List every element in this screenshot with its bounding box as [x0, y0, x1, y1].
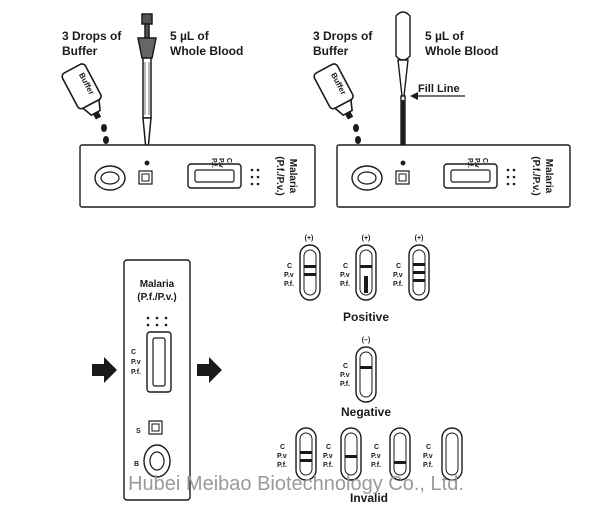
mark-pf-b: P.f.	[466, 158, 473, 168]
pos3-pf: P.f.	[393, 281, 403, 288]
vertical-mark-c: C	[131, 349, 136, 356]
cassette-title-a-line1: Malaria	[287, 159, 298, 194]
dots-vertical	[146, 316, 168, 327]
positive-sign-3: (+)	[415, 235, 424, 242]
results-positive: (+) C P.v P.f. (+) C P.v P.f. (+) C P.v …	[284, 235, 430, 324]
micropipette-icon	[137, 13, 157, 151]
buffer-label-b-line1: 3 Drops of	[313, 29, 373, 43]
buffer-bottle-icon: Buffer	[61, 63, 102, 120]
mark-pv-b: P.v	[473, 158, 480, 168]
neg-pv: P.v	[340, 372, 350, 379]
cassette-horizontal-a: C P.v P.f. Malaria (P.f./P.v.)	[79, 144, 316, 208]
vertical-well-b: B	[134, 461, 139, 468]
cassette-title-b-line1: Malaria	[543, 159, 554, 194]
positive-sign-1: (+)	[305, 235, 314, 242]
panel-a: 3 Drops of Buffer 5 µL of Whole Blood Bu…	[61, 13, 316, 208]
inv4-c: C	[426, 444, 431, 451]
blood-label-b-line1: 5 µL of	[425, 29, 465, 43]
positive-sign-2: (+)	[362, 235, 371, 242]
negative-label: Negative	[341, 405, 391, 419]
results-negative: (–) C P.v P.f. Negative	[340, 337, 391, 419]
pos2-pv: P.v	[340, 272, 350, 279]
buffer-label-b-line2: Buffer	[313, 44, 349, 58]
results-invalid: C P.v P.f. C P.v P.f. C P.v P.f. C P.v P…	[277, 427, 463, 505]
arrow-right-icon-right	[197, 357, 222, 383]
inv2-pv: P.v	[323, 453, 333, 460]
buffer-label-a-line2: Buffer	[62, 44, 98, 58]
buffer-bottle-icon-b: Buffer	[313, 63, 354, 120]
mark-c-a: C	[225, 158, 232, 163]
negative-sign: (–)	[362, 337, 371, 344]
vertical-mark-pv: P.v	[131, 359, 141, 366]
positive-label: Positive	[343, 310, 389, 324]
dots-b	[506, 168, 516, 186]
pos2-c: C	[343, 263, 348, 270]
panel-b: 3 Drops of Buffer 5 µL of Whole Blood Bu…	[313, 11, 571, 208]
mark-pv-a: P.v	[217, 158, 224, 168]
arrow-right-icon-left	[92, 357, 117, 383]
pos3-pv: P.v	[393, 272, 403, 279]
fill-line-arrow-icon	[410, 92, 418, 100]
cassette-title-a-line2: (P.f./P.v.)	[274, 156, 285, 195]
vertical-well-s: S	[136, 428, 141, 435]
buffer-label-a-line1: 3 Drops of	[62, 29, 122, 43]
cassette-vertical: Malaria (P.f./P.v.) C P.v P.f. S B	[123, 259, 191, 501]
neg-pf: P.f.	[340, 381, 350, 388]
vertical-mark-pf: P.f.	[131, 369, 141, 376]
cassette-title-b-line2: (P.f./P.v.)	[530, 156, 541, 195]
inv2-c: C	[326, 444, 331, 451]
pos3-c: C	[396, 263, 401, 270]
inv3-c: C	[374, 444, 379, 451]
pos1-c: C	[287, 263, 292, 270]
cassette-horizontal-b: C P.v P.f. Malaria (P.f./P.v.)	[336, 144, 571, 208]
pos1-pf: P.f.	[284, 281, 294, 288]
fill-line-label: Fill Line	[418, 83, 460, 95]
inv2-pf: P.f.	[323, 462, 333, 469]
mark-c-b: C	[481, 158, 488, 163]
neg-c: C	[343, 363, 348, 370]
inv4-pf: P.f.	[423, 462, 433, 469]
blood-label-a-line1: 5 µL of	[170, 29, 210, 43]
inv1-pf: P.f.	[277, 462, 287, 469]
inv1-pv: P.v	[277, 453, 287, 460]
vertical-title-line2: (P.f./P.v.)	[137, 292, 176, 303]
dots-a	[250, 168, 260, 186]
capillary-dropper-icon	[395, 11, 411, 157]
inv4-pv: P.v	[423, 453, 433, 460]
inv3-pf: P.f.	[371, 462, 381, 469]
mark-pf-a: P.f.	[210, 158, 217, 168]
inv1-c: C	[280, 444, 285, 451]
blood-label-b-line2: Whole Blood	[425, 44, 498, 58]
blood-label-a-line2: Whole Blood	[170, 44, 243, 58]
company-watermark: Hubei Meibao Biotechnology Co., Ltd.	[128, 473, 464, 495]
inv3-pv: P.v	[371, 453, 381, 460]
invalid-label: Invalid	[350, 491, 388, 505]
pos1-pv: P.v	[284, 272, 294, 279]
pos2-pf: P.f.	[340, 281, 350, 288]
vertical-title-line1: Malaria	[140, 279, 175, 290]
